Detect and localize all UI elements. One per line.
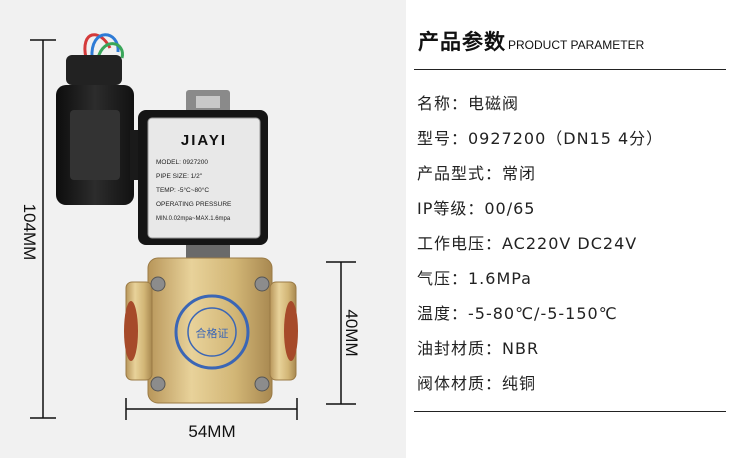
dimension-body-label: 40MM [342, 309, 361, 356]
solenoid-valve-illustration: JIAYI MODEL: 0927200 PIPE SIZE: 1/2" TEM… [20, 33, 361, 441]
dimension-height [30, 39, 56, 419]
brand-text: JIAYI [181, 132, 227, 149]
spec-item-ip: IP等级：00/65 [417, 199, 536, 218]
operating-text: OPERATING PRESSURE [156, 201, 232, 208]
connector-plug [56, 55, 150, 205]
seal-text: 合格证 [196, 326, 229, 340]
spec-item-seal: 油封材质：NBR [417, 339, 540, 358]
top-divider [414, 69, 726, 70]
pipe-size-text: PIPE SIZE: 1/2" [156, 173, 203, 180]
pressure-range-text: MIN.0.02mpa~MAX.1.6mpa [156, 216, 231, 222]
product-photo: JIAYI MODEL: 0927200 PIPE SIZE: 1/2" TEM… [0, 0, 406, 458]
inspection-seal: 合格证 [174, 294, 250, 370]
top-nut [186, 90, 230, 114]
spec-item-voltage: 工作电压：AC220V DC24V [417, 234, 638, 253]
spec-item-type: 产品型式：常闭 [417, 164, 537, 183]
spec-item-name: 名称：电磁阀 [417, 94, 520, 113]
screws [150, 276, 270, 392]
valve-stem [186, 245, 230, 259]
bottom-divider [414, 411, 726, 412]
spec-list: 名称：电磁阀 型号：0927200（DN15 4分） 产品型式：常闭 IP等级：… [417, 90, 663, 405]
brass-body [124, 257, 298, 404]
title-english: PRODUCT PARAMETER [508, 38, 645, 52]
spec-item-model: 型号：0927200（DN15 4分） [417, 129, 664, 148]
title-chinese: 产品参数 [418, 30, 506, 54]
temp-text: TEMP: -5°C~80°C [156, 186, 209, 194]
coil-label [147, 117, 261, 239]
spec-item-body: 阀体材质：纯铜 [417, 374, 537, 393]
wires [83, 33, 124, 59]
spec-item-temperature: 温度：-5-80℃/-5-150℃ [417, 304, 618, 323]
spec-item-pressure: 气压：1.6MPa [417, 269, 532, 288]
model-text: MODEL: 0927200 [156, 159, 208, 166]
dimension-width [125, 398, 298, 420]
dimension-height-label: 104MM [20, 204, 39, 261]
dimension-width-label: 54MM [188, 422, 235, 441]
dimension-body [326, 261, 356, 405]
